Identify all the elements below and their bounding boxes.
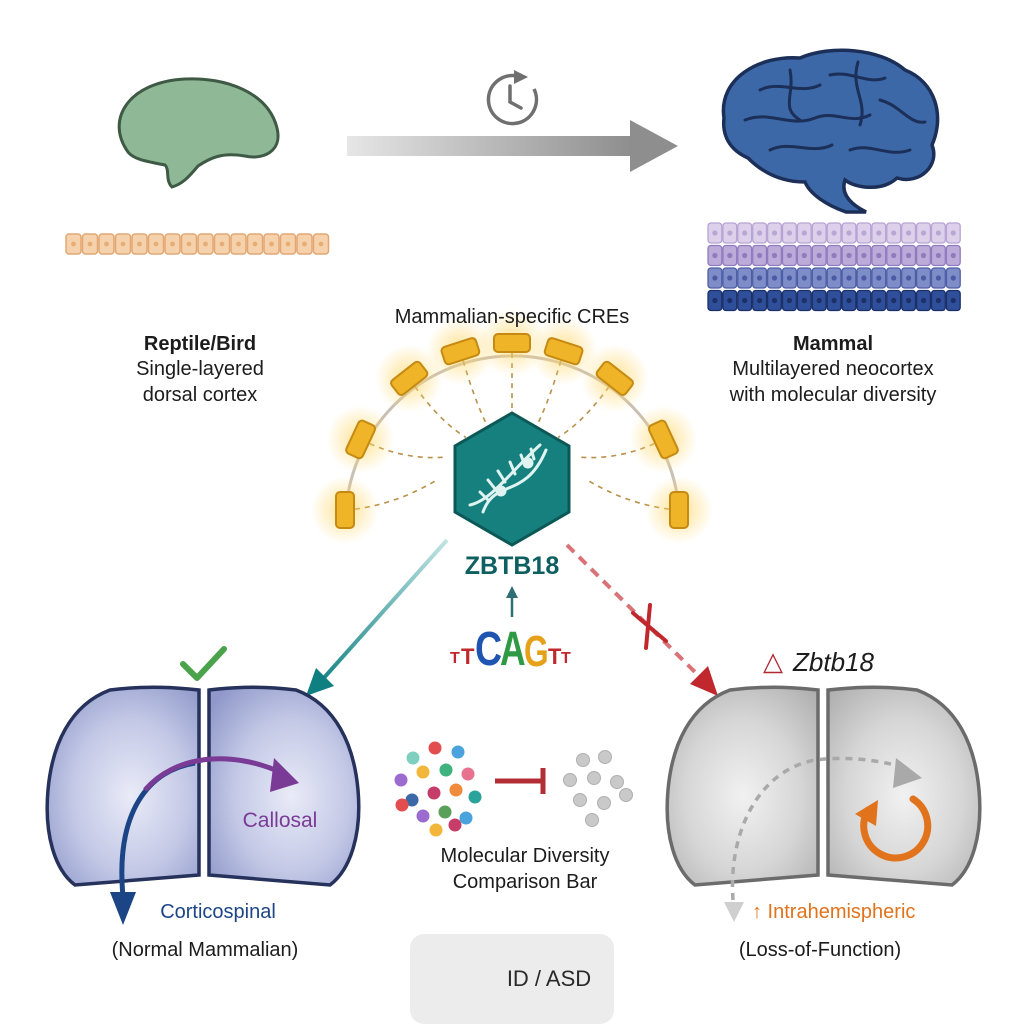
molecule-dot xyxy=(563,773,577,787)
binding-up-arrow xyxy=(506,586,518,617)
knockout-left-hemisphere xyxy=(665,685,820,887)
molecule-dot xyxy=(461,767,475,781)
disorder-label: ID / ASD xyxy=(506,966,592,991)
molecule-dot xyxy=(394,773,408,787)
inhibition-icon xyxy=(495,768,546,794)
single-cell-layer xyxy=(65,233,330,255)
mammal-brain-icon xyxy=(721,48,940,214)
normal-pathway-arrow xyxy=(306,538,449,696)
molecule-dot xyxy=(406,751,420,765)
comparison-label-line2: Comparison Bar xyxy=(452,871,598,893)
motif-letter: T xyxy=(548,644,562,669)
cre-connector xyxy=(579,438,664,459)
blocked-x-icon xyxy=(631,603,668,650)
comparison-label-line1: Molecular Diversity xyxy=(440,845,610,867)
diverse-molecules-cluster xyxy=(394,741,482,837)
gene-label: ZBTB18 xyxy=(464,552,560,580)
molecule-dot xyxy=(598,750,612,764)
molecule-dot xyxy=(416,809,430,823)
motif-letter: A xyxy=(500,623,526,676)
delta-icon: △ xyxy=(763,646,783,676)
knockout-pathway-arrow xyxy=(565,543,718,696)
molecule-dot xyxy=(427,786,441,800)
molecule-dot xyxy=(449,783,463,797)
reptile-description-line1: Single-layered xyxy=(136,358,264,380)
intrahemispheric-label: ↑ Intrahemispheric xyxy=(752,901,916,923)
callosal-label: Callosal xyxy=(242,809,318,832)
motif-letter: C xyxy=(475,623,503,676)
reptile-label: Reptile/Bird xyxy=(143,333,257,355)
corticospinal-label: Corticospinal xyxy=(160,901,276,923)
molecule-dot xyxy=(448,818,462,832)
dna-helix-icon xyxy=(468,443,548,514)
disorder-pill xyxy=(410,934,614,1024)
molecule-dot xyxy=(619,788,633,802)
faded-pathway-arrow xyxy=(724,756,922,922)
mammal-label: Mammal xyxy=(792,333,874,355)
knockout-caption: (Loss-of-Function) xyxy=(738,939,902,961)
molecule-dot xyxy=(576,753,590,767)
cre-block xyxy=(595,360,634,396)
motif-letter: G xyxy=(524,627,549,676)
molecule-dot xyxy=(573,793,587,807)
cre-block xyxy=(647,419,679,460)
molecule-dot xyxy=(459,811,473,825)
mammal-description-line2: with molecular diversity xyxy=(729,384,937,406)
molecule-dot xyxy=(468,790,482,804)
motif-letter: T xyxy=(450,650,460,667)
motif-letter: T xyxy=(461,644,475,669)
cre-block xyxy=(345,419,377,460)
multilayered-cell-grid xyxy=(707,222,961,312)
normal-caption: (Normal Mammalian) xyxy=(111,939,299,961)
cre-block xyxy=(493,333,531,353)
reptile-description-line2: dorsal cortex xyxy=(142,384,258,406)
callosal-arrow xyxy=(143,756,299,792)
check-icon xyxy=(180,646,227,681)
molecule-dot xyxy=(416,765,430,779)
molecule-dot xyxy=(438,805,452,819)
recurrent-loop-icon xyxy=(855,795,932,862)
clock-icon xyxy=(486,70,539,126)
molecule-dot xyxy=(439,763,453,777)
cre-block xyxy=(543,337,584,366)
molecule-dot xyxy=(585,813,599,827)
knockout-gene-label: Zbtb18 xyxy=(793,647,874,677)
molecule-dot xyxy=(429,823,443,837)
cre-block xyxy=(335,491,355,529)
normal-left-hemisphere xyxy=(45,685,201,887)
molecule-dot xyxy=(395,798,409,812)
molecule-dot xyxy=(587,771,601,785)
cre-title: Mammalian-specific CREs xyxy=(394,306,630,328)
sequence-motif-logo: T T C A G T T xyxy=(450,622,575,680)
mammal-description-line1: Multilayered neocortex xyxy=(732,358,934,380)
molecule-dot xyxy=(610,775,624,789)
cre-connector xyxy=(360,438,445,459)
cre-block xyxy=(440,337,481,366)
molecule-dot xyxy=(428,741,442,755)
gray-molecules-cluster xyxy=(563,750,633,827)
molecule-dot xyxy=(597,796,611,810)
evolution-arrow xyxy=(347,120,678,172)
motif-letter: T xyxy=(561,650,571,667)
cre-block xyxy=(669,491,689,529)
zbtb18-hexagon xyxy=(453,411,571,547)
molecule-dot xyxy=(405,793,419,807)
molecule-dot xyxy=(451,745,465,759)
reptile-brain-icon xyxy=(117,77,280,189)
cre-block xyxy=(390,360,429,396)
cre-arc xyxy=(311,309,713,544)
